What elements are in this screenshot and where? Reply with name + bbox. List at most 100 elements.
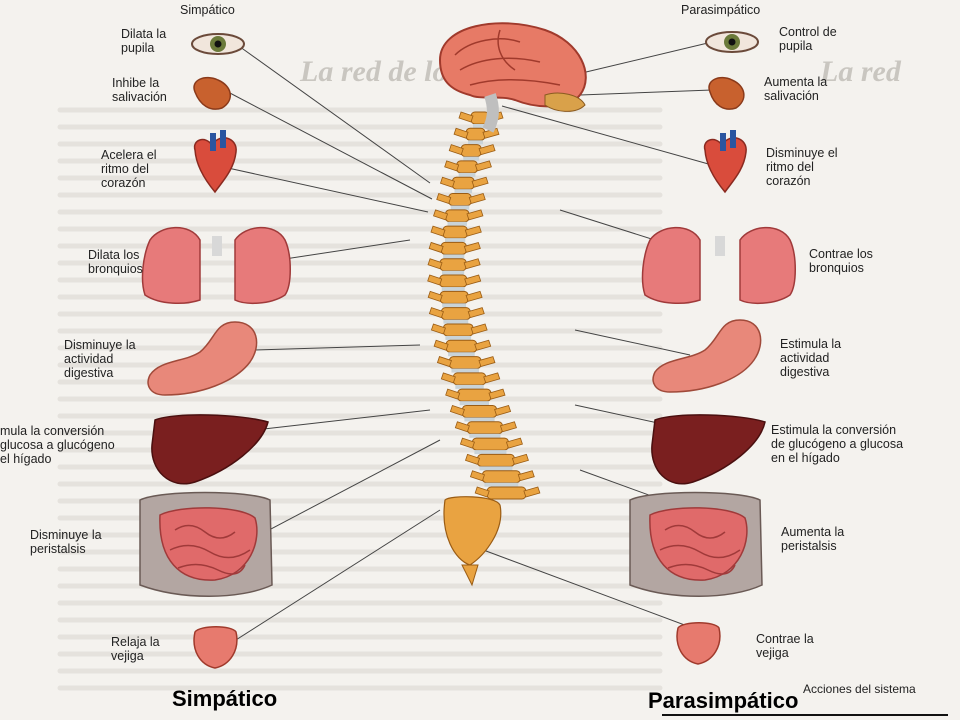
left-liver-icon (151, 414, 269, 485)
intervertebral-disc (443, 254, 465, 259)
right-eye-icon (705, 31, 759, 53)
leader-line (227, 167, 429, 213)
leader-line (235, 43, 431, 184)
vertebra (442, 323, 474, 337)
para-label-salivation: Aumenta la salivación (764, 75, 828, 103)
vertebra (445, 209, 470, 223)
intervertebral-disc (469, 433, 501, 438)
vertebra (486, 486, 527, 500)
sym-label-peristalsis: Disminuye la peristalsis (30, 528, 102, 556)
vertebra (448, 193, 472, 207)
vertebra (460, 144, 482, 158)
intervertebral-disc (445, 335, 472, 340)
sym-label-bronchi: Dilata los bronquios (88, 248, 143, 276)
leader-line (227, 91, 433, 200)
leader-lines (227, 41, 713, 646)
right-intestines-icon (629, 491, 763, 597)
vertebra (465, 127, 486, 141)
intervertebral-disc (442, 270, 465, 275)
sym-label-pupil: Dilata la pupila (121, 27, 167, 55)
vertebra (471, 437, 509, 451)
leader-line (227, 509, 441, 646)
right-liver-icon (651, 414, 766, 485)
intervertebral-disc (484, 482, 519, 487)
left-intestines-icon (139, 491, 273, 597)
vertebra (452, 372, 487, 386)
left-stomach-icon (147, 321, 258, 396)
footer-caption: Acciones del sistema (803, 682, 916, 696)
vertebra (439, 258, 467, 272)
intervertebral-disc (463, 156, 480, 161)
intervertebral-disc (450, 205, 470, 210)
leader-line (254, 344, 421, 351)
vertebra (466, 421, 503, 435)
intervertebral-disc (473, 124, 487, 128)
intervertebral-disc (448, 352, 475, 357)
leader-line (249, 439, 441, 541)
intervertebral-disc (444, 238, 466, 243)
intervertebral-disc (442, 303, 467, 308)
header-parasympathetic: Parasimpático (681, 3, 761, 17)
background-text-lines (57, 107, 663, 691)
right-salivary-gland-icon (708, 76, 745, 110)
vertebra (448, 356, 482, 370)
sym-label-digestion: Disminuye la actividad digestiva (64, 338, 136, 380)
leader-line (574, 329, 691, 356)
intervertebral-disc (474, 450, 507, 455)
brain (438, 22, 587, 133)
para-label-bronchi: Contrae los bronquios (809, 247, 873, 275)
para-label-liver: Estimula la conversión de glucógeno a gl… (771, 423, 904, 465)
intervertebral-disc (441, 287, 465, 292)
vertebra (477, 453, 515, 467)
right-lungs-icon (641, 226, 796, 305)
para-label-bladder: Contrae la vejiga (756, 632, 814, 660)
vertebra (439, 290, 469, 304)
sym-label-bladder: Relaja la vejiga (111, 635, 160, 663)
vertebra (456, 160, 478, 174)
vertebra (439, 274, 468, 288)
background-heading-right: La red (820, 55, 901, 88)
vertebra (481, 470, 521, 484)
vertebra (442, 225, 468, 239)
intervertebral-disc (455, 384, 484, 389)
right-heart-icon (703, 130, 747, 194)
intervertebral-disc (468, 140, 483, 145)
left-bladder-icon (193, 626, 238, 669)
intervertebral-disc (454, 189, 473, 194)
header-sympathetic: Simpático (180, 3, 235, 17)
sym-label-salivation: Inhibe la salivación (112, 76, 167, 104)
vertebra (445, 339, 478, 353)
left-heart-icon (193, 130, 237, 194)
coccyx (461, 564, 479, 587)
para-label-pupil: Control de pupila (779, 25, 837, 53)
sym-label-heart: Acelera el ritmo del corazón (101, 148, 157, 190)
intervertebral-disc (447, 221, 467, 226)
intervertebral-disc (451, 368, 479, 373)
sacrum (443, 496, 502, 566)
left-eye-icon (191, 33, 245, 55)
vertebra (461, 404, 498, 418)
vertebra (440, 241, 467, 255)
intervertebral-disc (458, 172, 476, 177)
intervertebral-disc (459, 401, 489, 406)
intervertebral-disc (479, 466, 513, 471)
right-bladder-icon (676, 622, 721, 665)
footer-sympathetic-title: Simpático (172, 686, 278, 711)
left-lungs-icon (141, 226, 291, 305)
leader-line (254, 409, 431, 431)
vertebra (440, 307, 471, 321)
leader-line (501, 105, 713, 166)
leader-line (469, 544, 699, 631)
spinal-column (427, 111, 541, 587)
vertebra (451, 176, 475, 190)
vertebra (457, 388, 492, 402)
para-label-heart: Disminuye el ritmo del corazón (766, 146, 838, 188)
intervertebral-disc (443, 319, 469, 324)
sym-label-liver: mula la conversión glucosa a glucógeno e… (0, 424, 115, 466)
right-stomach-icon (652, 319, 762, 393)
footer-parasympathetic-title: Parasimpático (648, 688, 799, 713)
para-label-peristalsis: Aumenta la peristalsis (781, 525, 845, 553)
left-salivary-gland-icon (193, 76, 231, 110)
